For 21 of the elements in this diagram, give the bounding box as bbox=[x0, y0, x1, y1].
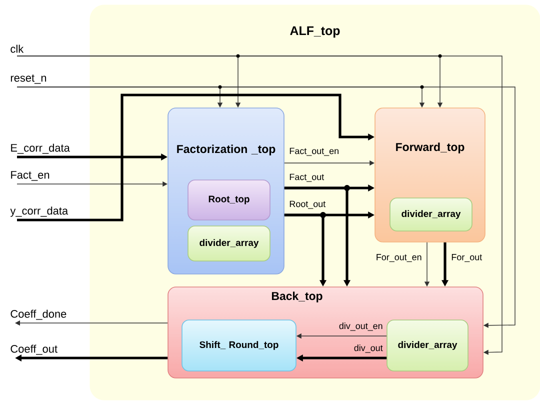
submodule-box: Root_top bbox=[188, 180, 270, 220]
signal-label: Coeff_done bbox=[10, 310, 66, 320]
edge-label: Fact_out_en bbox=[290, 148, 338, 156]
submodule-box: Shift_ Round_top bbox=[182, 320, 296, 372]
arrow bbox=[16, 56, 502, 355]
edge-label: Root_out bbox=[290, 200, 326, 209]
edge-label: Fact_out bbox=[290, 174, 324, 182]
edge-label: div_out bbox=[354, 344, 383, 353]
submodule-box: divider_array bbox=[188, 226, 270, 262]
signal-label: reset_n bbox=[10, 74, 46, 84]
edge-label: For_out_en bbox=[376, 254, 422, 262]
signal-label: clk bbox=[10, 44, 24, 53]
edge-label: For_out bbox=[452, 254, 482, 262]
signal-label: Fact_en bbox=[11, 171, 50, 181]
signal-label: y_corr_data bbox=[10, 206, 68, 217]
signal-label: E_corr_data bbox=[11, 144, 70, 154]
signal-label: Coeff_out bbox=[10, 344, 58, 355]
submodule-box: divider_array bbox=[386, 320, 468, 372]
submodule-box: divider_array bbox=[390, 198, 472, 232]
arrow bbox=[16, 86, 516, 328]
edge-label: div_out_en bbox=[339, 322, 382, 331]
